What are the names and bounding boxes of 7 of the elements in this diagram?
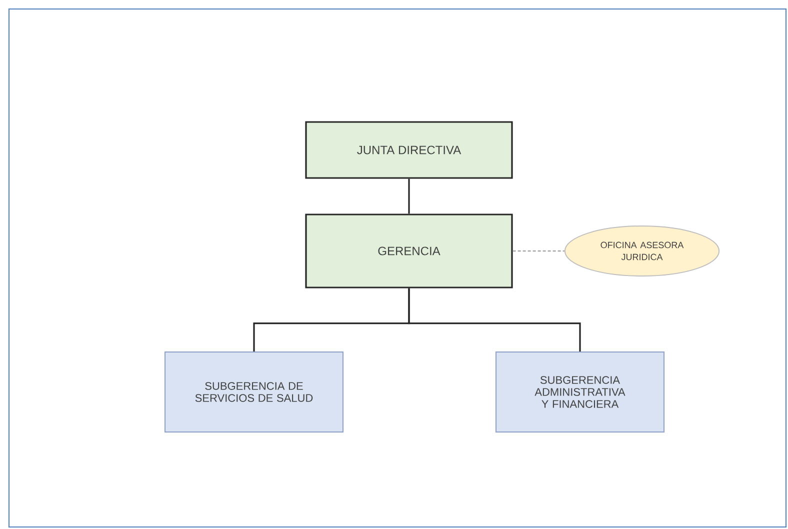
connector-line — [408, 288, 581, 352]
connector-line — [408, 178, 410, 214]
org-box: SUBGERENCIA DE SERVICIOS DE SALUD — [164, 352, 344, 432]
org-box: JUNTA DIRECTIVA — [305, 121, 513, 179]
connector-line — [512, 250, 564, 252]
org-box: SUBGERENCIA ADMINISTRATIVA Y FINANCIERA — [496, 352, 664, 432]
org-box: GERENCIA — [305, 214, 513, 288]
